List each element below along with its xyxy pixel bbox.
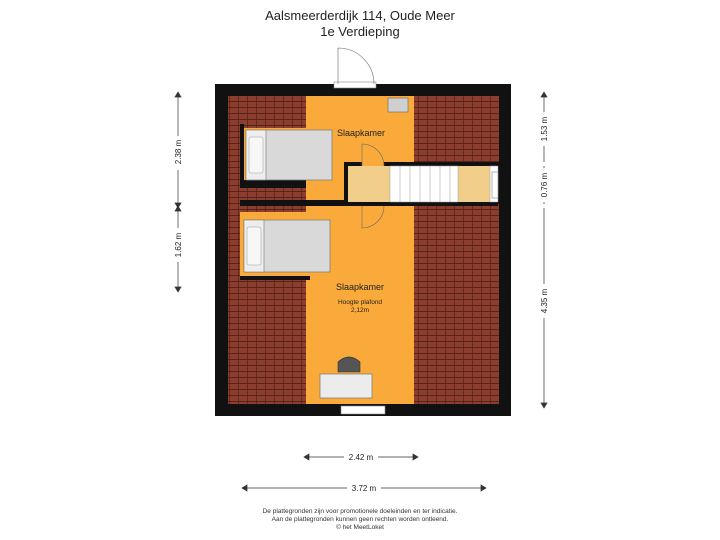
- room-label-top: Slaapkamer: [337, 128, 385, 138]
- door-swing-bottom: [361, 205, 385, 229]
- dim-arrow: [412, 453, 419, 461]
- partition-stair-bottom: [344, 202, 498, 206]
- window-right: [491, 171, 499, 199]
- ceiling-height-value: 2,12m: [351, 307, 369, 314]
- door-swing-stair: [361, 143, 385, 167]
- roof-slope-right-upper: [414, 96, 499, 162]
- dim-arrow: [174, 205, 182, 212]
- stair-landing-right: [458, 166, 490, 202]
- partition-mid: [240, 200, 348, 206]
- window-bottom: [340, 405, 386, 415]
- bed-bottom: [243, 219, 331, 273]
- dim-arrow: [241, 484, 248, 492]
- staircase: [389, 165, 459, 203]
- roof-slope-left-mid: [228, 140, 240, 188]
- dim-label-bottom-outer: 3.72 m: [352, 484, 377, 493]
- disclaimer-line-2: Aan de plattegronden kunnen geen rechten…: [271, 516, 449, 523]
- partition-stair-top: [344, 162, 498, 166]
- room-label-bottom: Slaapkamer: [336, 282, 384, 292]
- dim-label-right-mid: 0.76 m: [540, 172, 549, 197]
- dim-label-right-lower: 4.35 m: [540, 288, 549, 313]
- dim-label-bottom-inner: 2.42 m: [349, 453, 374, 462]
- partition-bottom-left: [240, 276, 310, 280]
- roof-slope-right-lower: [414, 204, 499, 404]
- stair-steps: [399, 166, 451, 202]
- desk: [319, 373, 373, 399]
- partition-stair-left: [344, 162, 348, 206]
- ceiling-height-label: Hoogte plafond: [338, 299, 382, 306]
- dim-arrow: [303, 453, 310, 461]
- door-swing-top: [337, 47, 375, 85]
- window-top: [333, 81, 377, 89]
- disclaimer-line-3: © het MeetLoket: [336, 524, 384, 531]
- chair: [337, 356, 361, 373]
- disclaimer-line-1: De plattegronden zijn voor promotionele …: [262, 508, 458, 515]
- plan-address: Aalsmeerderdijk 114, Oude Meer: [265, 8, 455, 23]
- dim-arrow: [540, 402, 548, 409]
- dim-arrow: [174, 286, 182, 293]
- dim-label-right-upper: 1.53 m: [540, 116, 549, 141]
- dim-arrow: [540, 91, 548, 98]
- bed-top: [245, 129, 333, 181]
- stair-landing-left: [348, 166, 390, 202]
- partition-top: [240, 124, 244, 184]
- plan-floor: 1e Verdieping: [320, 24, 400, 39]
- dim-label-left-lower: 1.62 m: [174, 232, 183, 257]
- radiator-top: [387, 97, 409, 113]
- dim-label-left-upper: 2.38 m: [174, 139, 183, 164]
- dim-arrow: [480, 484, 487, 492]
- dim-arrow: [174, 91, 182, 98]
